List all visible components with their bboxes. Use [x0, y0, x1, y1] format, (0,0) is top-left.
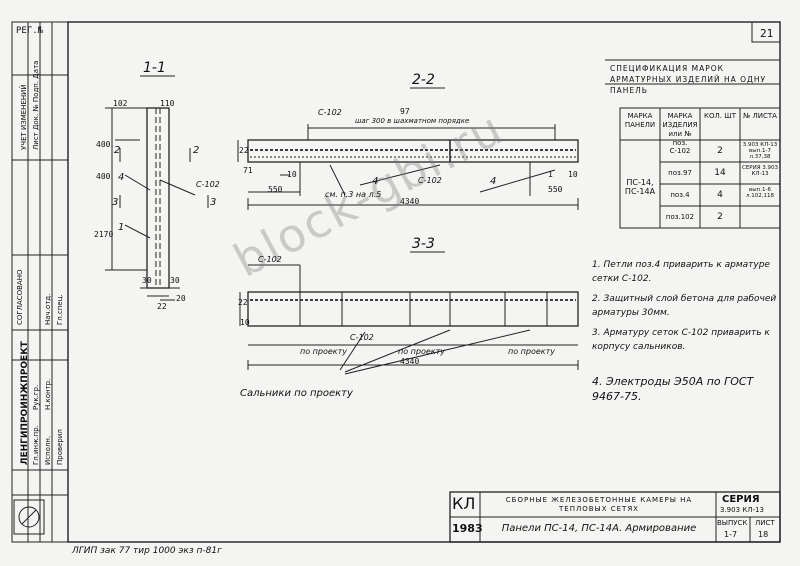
- s11-dim-102: 102: [113, 99, 128, 108]
- section-1-1-title: 1-1: [143, 60, 166, 76]
- spec-row-3-sheet: вып.1-6 л.102,118: [745, 187, 774, 199]
- s11-dim-22: 22: [157, 302, 167, 311]
- spec-row-3-qty: 4: [717, 190, 723, 200]
- stamp-code: КЛ: [452, 494, 476, 513]
- note-1: 1. Петли поз.4 приварить к арматуре сетк…: [592, 260, 770, 284]
- spec-header-sheet: № ЛИСТА: [743, 112, 777, 120]
- s11-mark-1: 1: [118, 222, 125, 233]
- s11-dim-110: 110: [160, 99, 175, 108]
- s11-dim-400b: 400: [96, 172, 111, 181]
- s11-mark-4: 4: [118, 172, 125, 183]
- s11-dim-2170: 2170: [94, 230, 114, 239]
- s33-label-project-2: по проекту: [398, 347, 446, 356]
- s33-label-project-1: по проекту: [300, 347, 348, 356]
- spec-title: СПЕЦИФИКАЦИЯ МАРОК АРМАТУРНЫХ ИЗДЕЛИЙ НА…: [610, 64, 767, 95]
- note-2: 2. Защитный слой бетона для рабочей арма…: [592, 294, 777, 318]
- s11-mark-3-right: 3: [210, 197, 217, 208]
- changes-title: УЧЕТ ИЗМЕНЕНИЙ: [20, 84, 28, 150]
- spec-panel-name: ПС-14, ПС-14А: [624, 178, 656, 196]
- s11-dim-30a: 30: [142, 276, 152, 285]
- role-1: Гл.инж.пр.: [32, 425, 40, 465]
- s33-label-glands: Сальники по проекту: [240, 388, 353, 399]
- spec-row-1-sheet: 3.903 КЛ-13 вып.1-7 л.37,38: [742, 142, 778, 160]
- stamp-issue-label: ВЫПУСК: [717, 519, 748, 527]
- spec-row-1-item: С-102: [669, 147, 691, 155]
- stamp-series-label: СЕРИЯ: [722, 494, 760, 505]
- s22-dim-22: 22: [239, 146, 249, 155]
- page-number: 21: [760, 27, 774, 40]
- spec-header-qty: КОЛ. ШТ: [704, 112, 736, 120]
- print-info: ЛГИП зак 77 тир 1000 экз п-81г: [72, 546, 222, 556]
- s22-label-see: см. п.3 на л.5: [325, 190, 382, 199]
- s22-label-c102: С-102: [318, 108, 342, 117]
- org-name: ЛЕНГИПРОИНЖПРОЕКТ: [20, 341, 30, 465]
- section-2-2-title: 2-2: [412, 72, 435, 88]
- s11-dim-30b: 30: [170, 276, 180, 285]
- role-extra-3: Н.контр.: [44, 378, 52, 410]
- role-4: Проверил: [56, 429, 64, 465]
- spec-row-4-item: поз.102: [665, 213, 695, 221]
- spec-row-2-item: поз.97: [668, 169, 692, 177]
- s33-dim-4340: 4340: [400, 357, 420, 366]
- stamp-title-top: СБОРНЫЕ ЖЕЛЕЗОБЕТОННЫЕ КАМЕРЫ НА ТЕПЛОВЫ…: [505, 496, 693, 513]
- stamp-title-main: Панели ПС-14, ПС-14А. Армирование: [501, 523, 697, 534]
- role-2: Рук.гр.: [32, 384, 40, 410]
- role-extra-1: Нач.отд.: [44, 293, 52, 325]
- note-3: 3. Арматуру сеток С-102 приварить к корп…: [592, 328, 770, 352]
- s11-mark-c102: С-102: [196, 180, 220, 189]
- agreed-label: СОГЛАСОВАНО: [16, 269, 24, 325]
- s22-dim-71: 71: [243, 166, 253, 175]
- section-3-3-title: 3-3: [412, 236, 435, 252]
- stamp-year: 1983: [452, 522, 483, 535]
- s33-dim-10: 10: [240, 318, 250, 327]
- s22-dim-10b: 10: [568, 170, 578, 179]
- stamp-sheet-value: 18: [758, 530, 769, 539]
- spec-row-1-qty: 2: [717, 146, 723, 156]
- s33-dim-22: 22: [238, 298, 248, 307]
- s11-mark-2-right: 2: [193, 145, 200, 156]
- s22-dim-97: 97: [400, 107, 410, 116]
- s11-mark-3-left: 3: [112, 197, 119, 208]
- s22-dim-1: 1: [548, 170, 553, 179]
- note-4: 4. Электроды Э50А по ГОСТ 9467-75.: [592, 375, 754, 403]
- role-extra-2: Гл.спец.: [56, 294, 64, 325]
- spec-header-item: МАРКА ИЗДЕЛИЯ или № поз.: [662, 112, 698, 147]
- spec-row-2-qty: 14: [714, 168, 726, 178]
- spec-header-panel: МАРКА ПАНЕЛИ: [624, 112, 656, 129]
- stamp-series-value: 3.903 КЛ-13: [720, 506, 764, 514]
- s22-dim-10a: 10: [287, 170, 297, 179]
- reg-label: РЕГ.№: [16, 26, 44, 36]
- s11-dim-20: 20: [176, 294, 186, 303]
- s22-label-4a: 4: [372, 176, 379, 187]
- s22-label-c102-b: С-102: [418, 176, 442, 185]
- s33-label-c102-b: С-102: [350, 333, 374, 342]
- role-3: Исполн.: [44, 435, 52, 465]
- s11-mark-2-left: 2: [114, 145, 121, 156]
- s22-label-4b: 4: [490, 176, 497, 187]
- s22-label-step: шаг 300 в шахматном порядке: [355, 117, 470, 125]
- spec-row-2-sheet: СЕРИЯ 3.903 КЛ-13: [741, 165, 779, 177]
- stamp-issue-value: 1-7: [724, 530, 738, 539]
- spec-row-4-qty: 2: [717, 212, 723, 222]
- s22-dim-550b: 550: [548, 185, 563, 194]
- s22-dim-550a: 550: [268, 185, 283, 194]
- spec-row-3-item: поз.4: [670, 191, 690, 199]
- s33-label-project-3: по проекту: [508, 347, 556, 356]
- s33-label-c102-a: С-102: [258, 255, 282, 264]
- stamp-sheet-label: ЛИСТ: [755, 519, 775, 527]
- s22-dim-4340: 4340: [400, 197, 420, 206]
- s11-dim-400a: 400: [96, 140, 111, 149]
- changes-columns: Лист Док. № Подп. Дата: [32, 60, 40, 150]
